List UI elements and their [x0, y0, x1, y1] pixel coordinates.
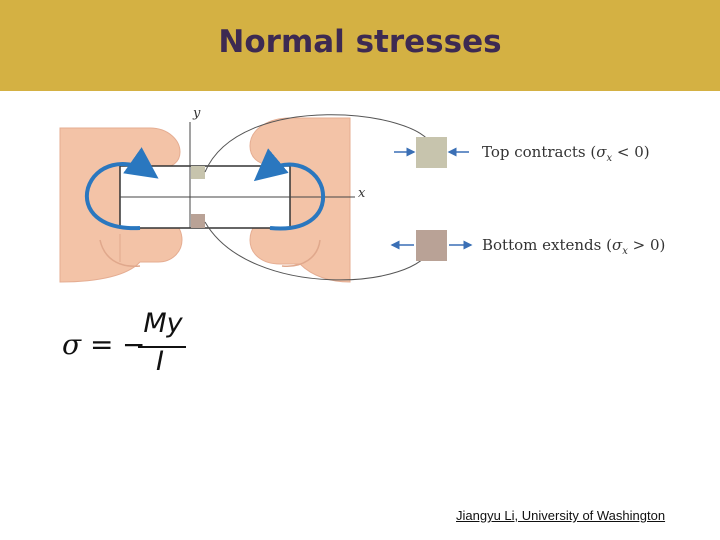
title-bar: Normal stresses	[0, 0, 720, 91]
top-contracts-label: Top contracts (σx < 0)	[482, 143, 650, 164]
y-axis-label: y	[193, 106, 201, 121]
left-moment-arrow	[84, 147, 159, 231]
formula-equals: =	[90, 328, 114, 361]
formula-minus: −	[122, 328, 146, 361]
author-credit[interactable]: Jiangyu Li, University of Washington	[456, 508, 666, 523]
top-element-enlarged	[416, 137, 447, 168]
beam-bending-illustration	[59, 114, 473, 283]
callout-outline	[204, 114, 433, 281]
slide-title: Normal stresses	[218, 24, 502, 60]
x-axis-label: x	[358, 186, 366, 201]
formula-denominator: I	[156, 346, 164, 377]
formula-fraction-bar	[138, 346, 186, 348]
top-element-small	[191, 166, 205, 179]
bottom-element-small	[191, 214, 205, 228]
right-moment-arrow	[253, 148, 326, 231]
formula-sigma: σ	[62, 328, 82, 361]
bottom-extends-label: Bottom extends (σx > 0)	[482, 236, 666, 257]
bottom-element-enlarged	[416, 230, 447, 261]
formula-numerator: My	[143, 308, 183, 339]
